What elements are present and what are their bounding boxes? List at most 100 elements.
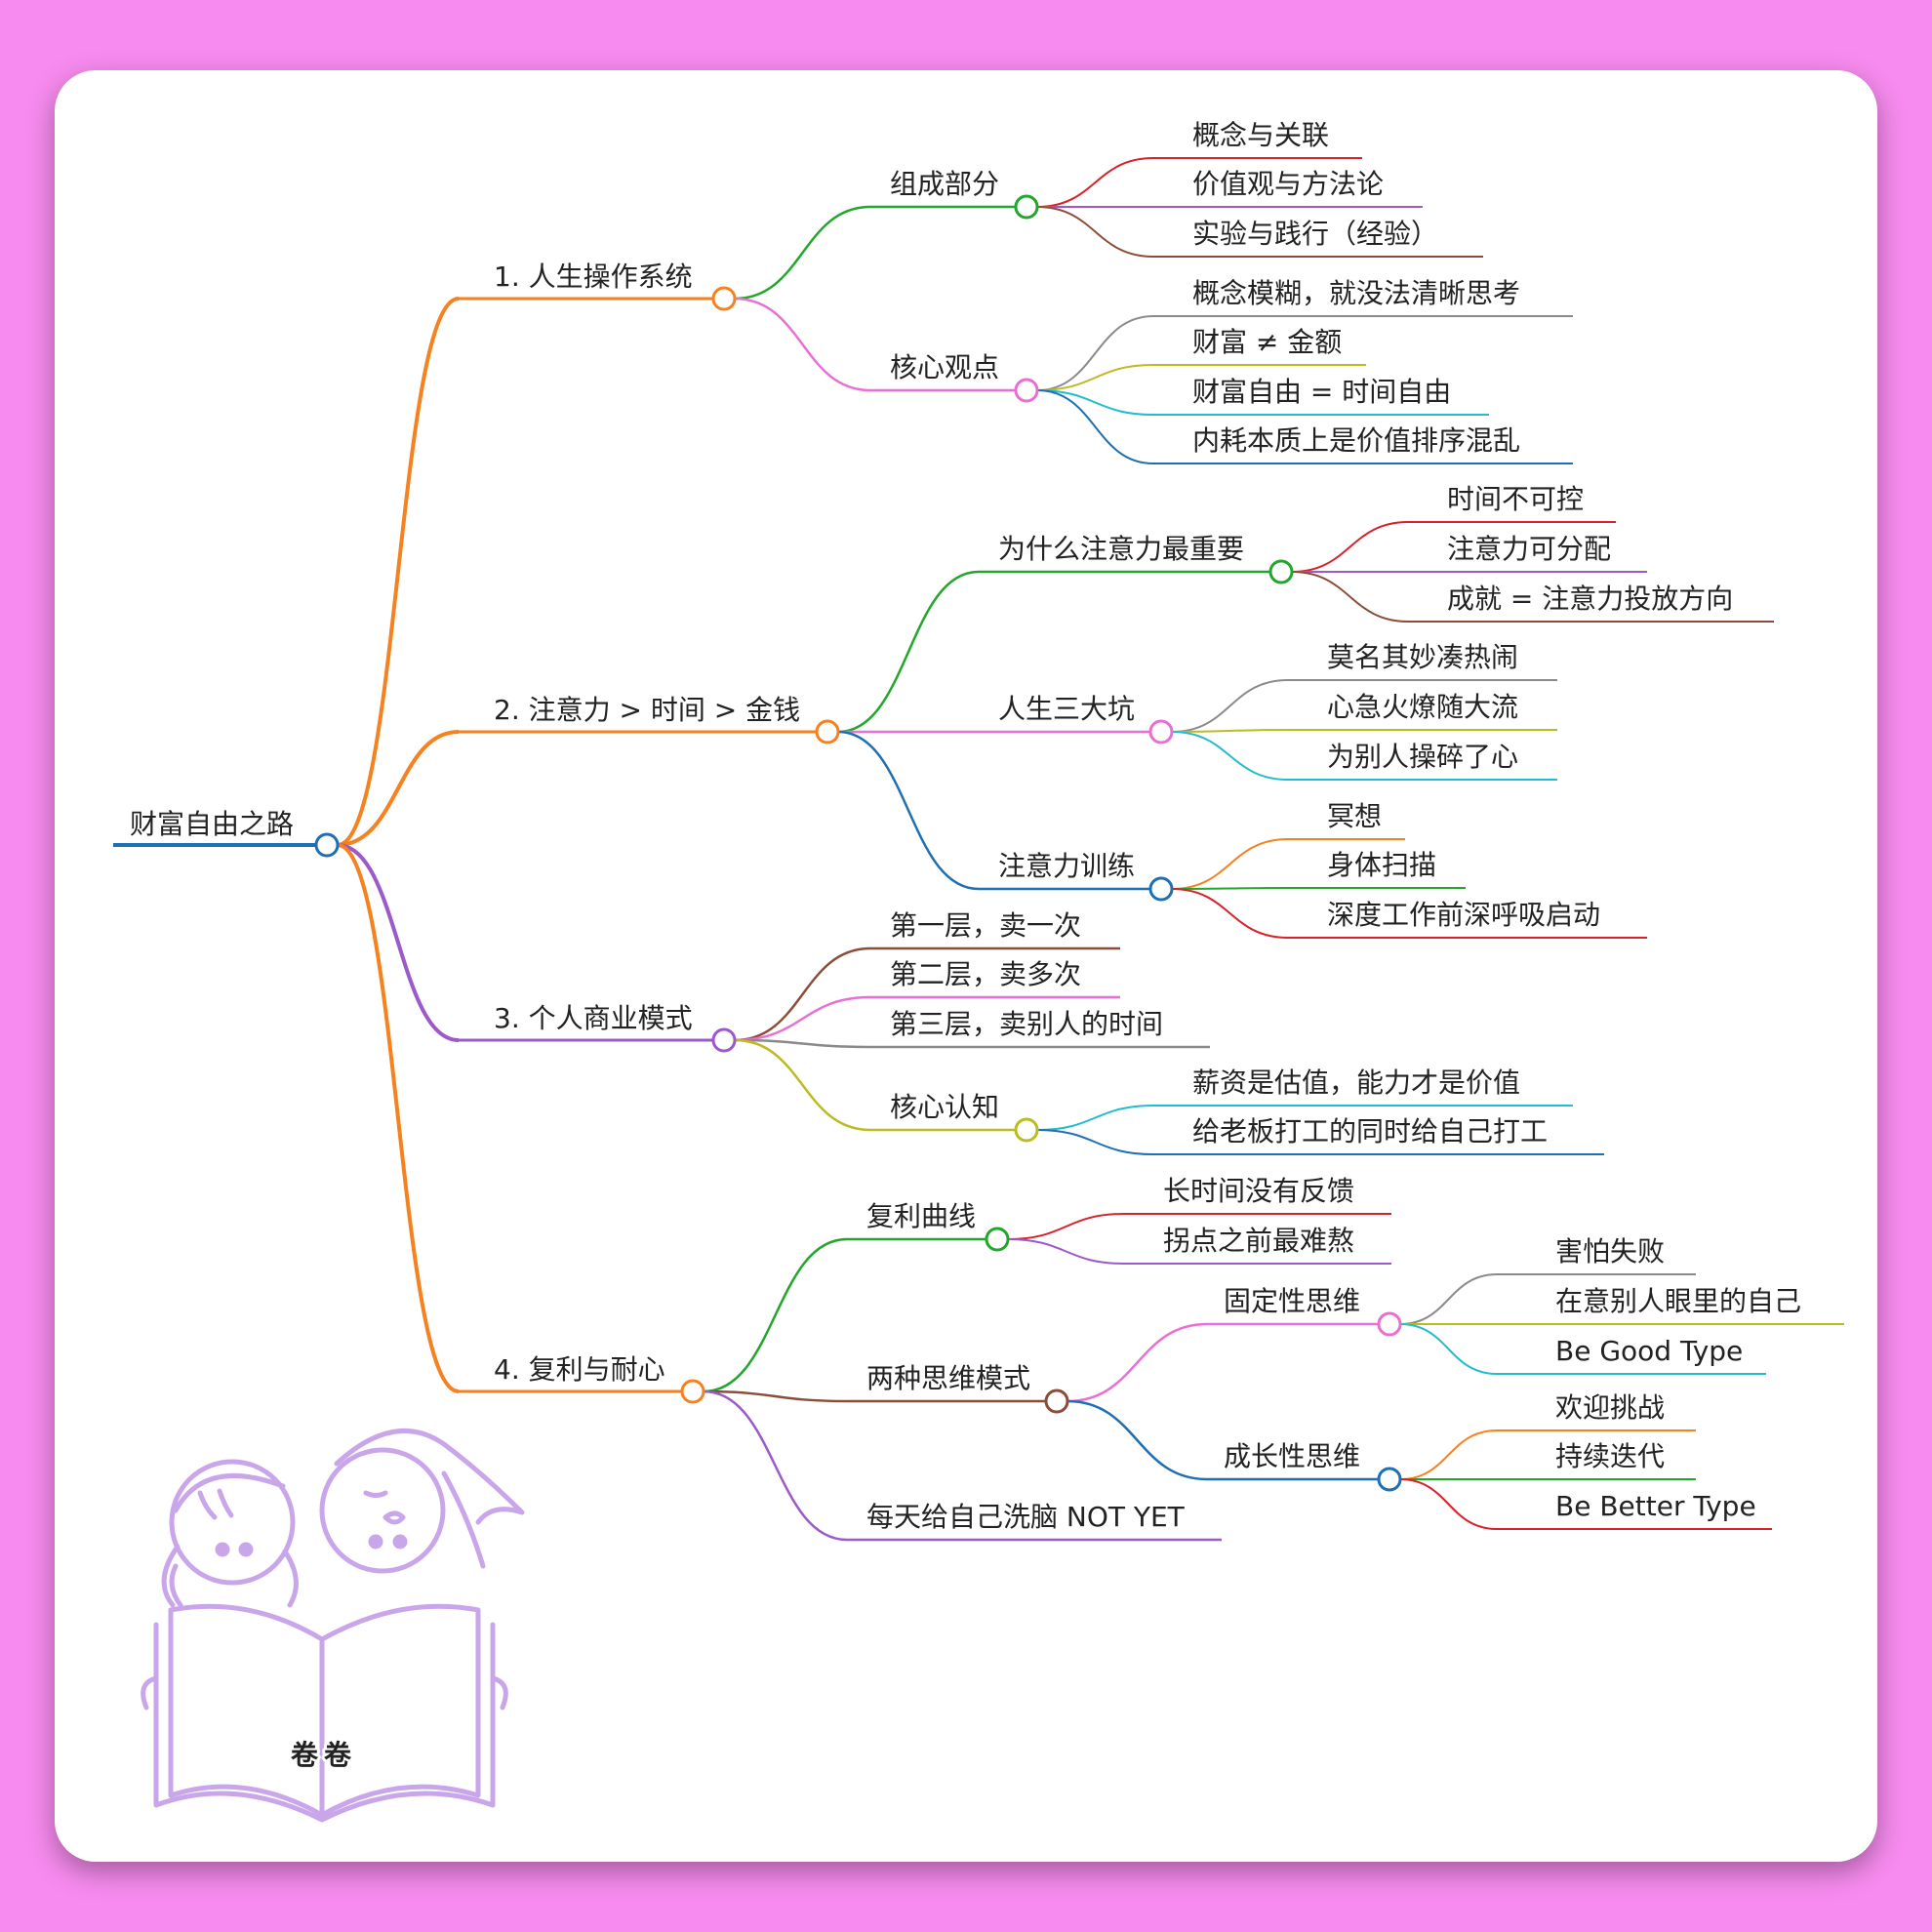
node-toggle-icon[interactable] [1148,719,1174,745]
leaf-label: 概念模糊，就没法清晰思考 [1192,277,1520,309]
leaf-label: 给老板打工的同时给自己打工 [1192,1115,1548,1147]
node-toggle-icon[interactable] [1268,559,1294,584]
node-toggle-icon[interactable] [680,1379,705,1404]
leaf-edge [1399,1478,1498,1530]
mascot-text: 卷卷 [291,1739,357,1771]
subtopic-edge [734,297,871,392]
leaf-edge [1036,364,1154,391]
subtopic-edge [734,995,871,1042]
node-toggle-icon[interactable] [985,1227,1010,1252]
leaf-label: 薪资是估值，能力才是价值 [1192,1067,1520,1099]
subtopic-label: 核心认知 [890,1091,999,1123]
leaf-label: 财富自由 = 时间自由 [1192,376,1451,408]
leaf-edge [1036,206,1154,258]
leaf-label: 害怕失败 [1555,1235,1665,1268]
mascot-illustration: 卷卷 [141,1428,525,1823]
node-toggle-icon[interactable] [1377,1467,1402,1492]
node-toggle-icon[interactable] [1377,1311,1402,1337]
leaf-label: 持续迭代 [1555,1440,1665,1472]
leaf-label: Be Good Type [1555,1335,1743,1367]
node-toggle-icon[interactable] [1014,378,1039,403]
branch-label: 4. 复利与耐心 [494,1353,665,1386]
subtopic-edge [703,1389,848,1403]
subtopic-label: 复利曲线 [866,1200,976,1232]
subtopic-edge [734,205,871,301]
leaf-label: 冥想 [1327,800,1382,832]
leaf-edge [1171,679,1289,733]
node-toggle-icon[interactable] [1014,1117,1039,1143]
leaf-label: 在意别人眼里的自己 [1555,1285,1801,1317]
branch-edge [337,297,460,847]
leaf-edge [1291,571,1409,623]
leaf-label: 时间不可控 [1447,483,1584,515]
subtopic-label: 核心观点 [890,351,999,383]
leaf-edge [1036,1105,1154,1131]
leaf-label: 欢迎挑战 [1555,1391,1665,1424]
left-kid-icon [161,1459,299,1608]
subtopic-label: 注意力训练 [998,850,1135,882]
leaf-edge [1036,389,1154,464]
leaf-label: 拐点之前最难熬 [1163,1225,1354,1257]
branch-label: 3. 个人商业模式 [494,1002,693,1034]
subtopic-edge [1067,1322,1208,1403]
root-label: 财富自由之路 [130,808,294,840]
leaf-label: Be Better Type [1555,1490,1756,1522]
subtopic-edge [734,946,871,1042]
leaf-edge [1171,887,1289,890]
node-toggle-icon[interactable] [1148,876,1174,902]
subtopic-label: 第一层，卖一次 [890,909,1081,942]
leaf-edge [1007,1238,1125,1265]
branch-edge [337,843,460,1042]
node-toggle-icon[interactable] [314,832,340,858]
leaf-label: 为别人操碎了心 [1327,741,1518,773]
leaf-edge [1291,521,1409,573]
subtopic-label: 第二层，卖多次 [890,958,1081,990]
leaf-edge [1036,1129,1154,1155]
branch-edge [337,843,460,1393]
mindmap-underlines [113,157,1844,1542]
leaf-label: 莫名其妙凑热闹 [1327,641,1518,673]
leaf-label: 身体扫描 [1327,849,1436,881]
subtopic-edge [734,1038,871,1132]
branch-label: 2. 注意力 > 时间 > 金钱 [494,694,800,726]
leaf-label: 实验与践行（经验） [1192,218,1438,250]
leaf-label: 心急火燎随大流 [1327,691,1518,723]
mindmap-edges [337,157,1498,1542]
leaf-label: 深度工作前深呼吸启动 [1327,899,1600,931]
leaf-edge [1036,389,1154,416]
subtopic-edge [703,1237,848,1393]
leaf-edge [1036,157,1154,208]
subtopic-edge [734,1038,871,1049]
subtopic-label: 组成部分 [890,168,999,200]
node-toggle-icon[interactable] [1044,1389,1069,1414]
node-toggle-icon[interactable] [711,286,737,311]
node-toggle-icon[interactable] [1014,194,1039,220]
subtopic-label: 人生三大坑 [998,693,1135,725]
leaf-edge [1399,1323,1498,1375]
subtopic-edge [837,570,980,734]
leaf-label: 内耗本质上是价值排序混乱 [1192,424,1520,457]
subtopic-label: 成长性思维 [1224,1440,1360,1472]
leaf-label: 概念与关联 [1192,119,1329,151]
mindmap-card [55,70,1877,1862]
subtopic-label: 固定性思维 [1224,1285,1360,1317]
open-book-icon [141,1603,508,1823]
node-toggle-icon[interactable] [711,1027,737,1053]
node-toggle-icon[interactable] [815,719,840,745]
leaf-edge [1171,729,1289,733]
right-kid-icon [319,1428,525,1574]
branch-edge [337,730,460,847]
subtopic-label: 每天给自己洗脑 NOT YET [866,1501,1186,1533]
leaf-edge [1036,315,1154,391]
subtopic-label: 第三层，卖别人的时间 [890,1008,1163,1040]
subtopic-label: 为什么注意力最重要 [998,533,1244,565]
leaf-edge [1171,838,1289,890]
leaf-label: 注意力可分配 [1447,533,1611,565]
branch-label: 1. 人生操作系统 [494,261,693,293]
subtopic-edge [837,730,980,891]
leaf-edge [1399,1429,1498,1480]
leaf-label: 财富 ≠ 金额 [1192,326,1342,358]
mindmap-nodes [314,194,1402,1492]
